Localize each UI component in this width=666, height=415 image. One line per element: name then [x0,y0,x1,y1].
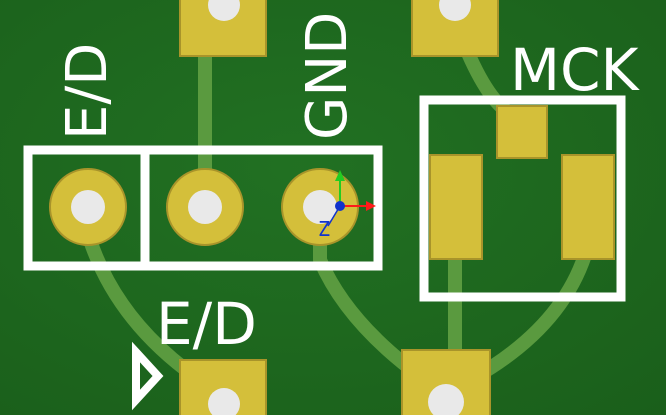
mck-pad-top[interactable] [496,105,548,159]
pin-center[interactable] [166,168,244,246]
drill-hole [208,388,240,415]
label-ed-bottom: E/D [156,290,257,358]
drill-hole [71,190,105,224]
pad-bottom-left[interactable] [179,359,267,415]
xyz-axis-icon [327,170,376,227]
drill-hole [303,190,337,224]
drill-hole [188,190,222,224]
label-gnd-rotated: GND [295,12,360,140]
drill-hole [208,0,240,21]
pad-bottom-right[interactable] [401,349,491,415]
mck-pad-right[interactable] [561,154,615,260]
mck-pad-left[interactable] [429,154,483,260]
drill-hole [439,0,471,21]
label-mck: MCK [510,36,641,104]
label-ed-rotated: E/D [55,43,120,140]
pad-top-left[interactable] [179,0,267,57]
mck-component[interactable] [419,95,626,302]
drill-hole [428,384,464,415]
header-silkscreen [23,145,383,271]
pad-top-right[interactable] [411,0,499,57]
pin-ed[interactable] [49,168,127,246]
triangle-outline-icon [132,341,164,411]
mck-silkscreen [419,95,626,302]
axis-z-label: Z [318,217,330,241]
